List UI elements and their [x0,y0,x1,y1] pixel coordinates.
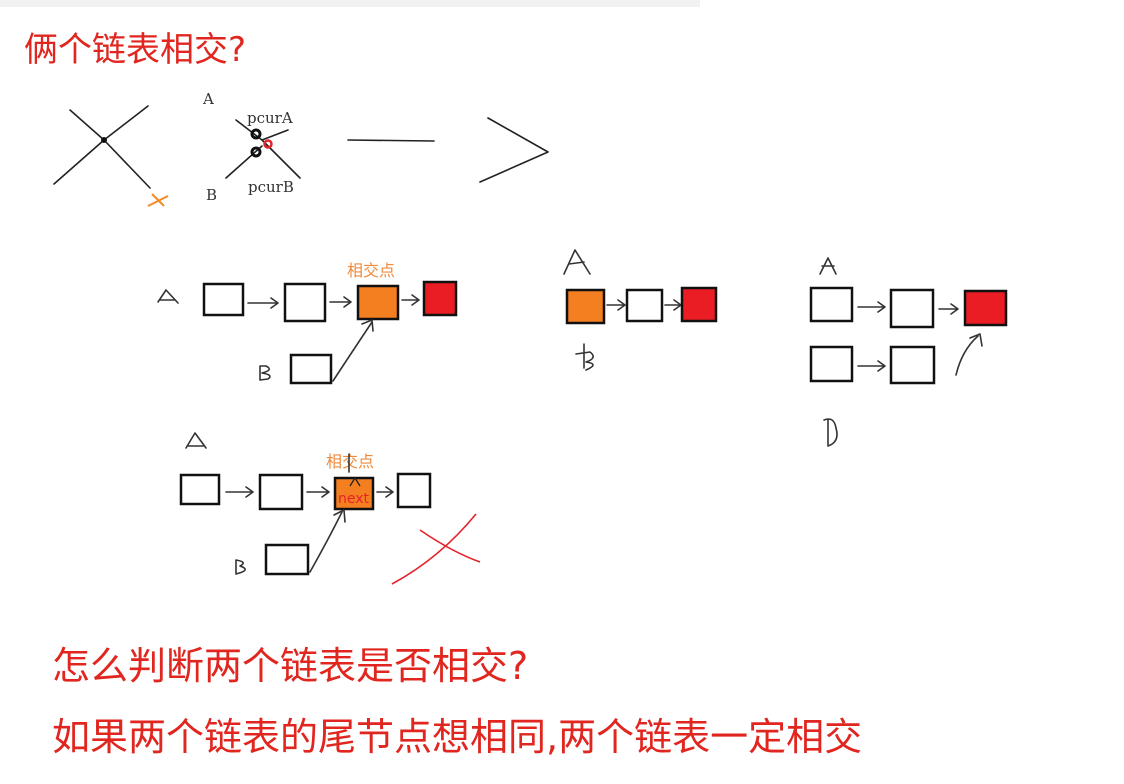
meeting-point-marker [263,139,273,149]
list-node [264,543,310,576]
list-node [179,473,221,506]
question-intersect: 怎么判断两个链表是否相交? [52,644,529,688]
hand-label-a [157,289,179,304]
diagram-y-intersection: 相交点 [157,261,458,385]
top-strip [0,0,700,7]
diagram-parallel-case [563,249,718,371]
list-node [809,345,854,383]
label-a: A [202,90,214,108]
crossing-dot [101,137,107,143]
tail-node [422,280,458,317]
page-title: 俩个链表相交? [24,30,247,70]
diagram-separate-lists [809,257,1008,447]
label-pcurb: pcurB [248,178,294,196]
pointer-b-marker [250,146,262,158]
list-node [283,282,327,323]
list-node [625,288,664,323]
orange-x-mark [147,193,169,207]
x-shape-sketch [53,105,169,207]
red-cross-stroke [391,513,477,585]
head-node [565,288,606,325]
diagram-invalid-case: 相交点 next [179,432,481,585]
tail-node [963,289,1008,327]
intersection-node [333,476,375,511]
list-node [396,472,432,509]
answer-tail-node: 如果两个链表的尾节点想相同,两个链表一定相交 [52,715,863,759]
list-node [809,286,854,323]
pointer-a-marker [250,128,262,140]
list-node [889,288,935,329]
list-node [258,473,304,511]
hand-label-b [259,365,271,381]
intersection-label: 相交点 [347,261,395,280]
y-shape-sketch [347,117,549,183]
list-node [889,345,936,385]
list-node [289,353,333,385]
label-b: B [206,186,217,204]
tail-node [680,286,718,323]
pointer-sketch: A pcurA B pcurB [202,90,301,204]
red-cross-stroke [419,529,481,563]
intersection-node [356,284,400,321]
list-node [202,282,245,317]
label-pcura: pcurA [247,109,293,127]
next-pointer-label: next [338,491,370,507]
intersection-label: 相交点 [326,452,374,471]
